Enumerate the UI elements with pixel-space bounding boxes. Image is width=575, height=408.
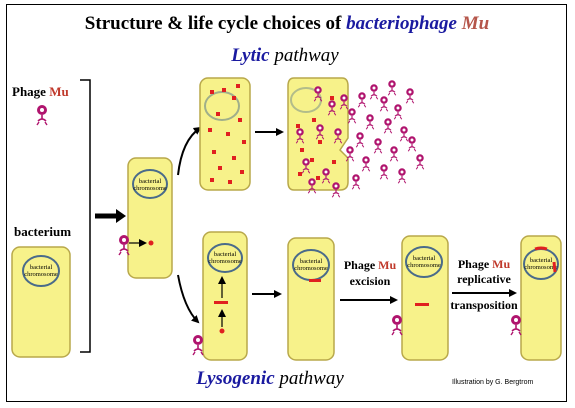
progeny-phage-icon	[407, 135, 417, 152]
svg-text:bacterial: bacterial	[139, 178, 162, 185]
progeny-phage-icon	[393, 103, 403, 120]
progeny-phage-icon	[357, 91, 367, 108]
svg-text:chromosome: chromosome	[407, 262, 441, 269]
svg-text:chromosome: chromosome	[294, 265, 328, 272]
progeny-phage-icon	[397, 167, 407, 184]
progeny-phage-icon	[379, 163, 389, 180]
svg-text:chromosome: chromosome	[133, 185, 167, 192]
progeny-phage-icon	[399, 125, 409, 142]
progeny-phage-icon	[365, 113, 375, 130]
phage-dna-copy	[208, 128, 212, 132]
svg-text:transposition: transposition	[450, 298, 518, 312]
integrated-prophage	[309, 279, 321, 282]
svg-text:bacterial: bacterial	[300, 258, 323, 265]
svg-text:bacterial: bacterial	[413, 255, 436, 262]
progeny-phage-icon	[355, 131, 365, 148]
lysogenic-cell-integration	[202, 231, 248, 361]
progeny-phage-icon	[379, 95, 389, 112]
progeny-phage-icon	[347, 107, 357, 124]
progeny-phage-icon	[351, 173, 361, 190]
replicated-phage-dna	[208, 84, 246, 184]
transposed-prophage-2	[552, 261, 557, 273]
chromosome-label: bacterial	[30, 264, 53, 271]
phage-dna-copy	[210, 90, 214, 94]
phage-dna-copy	[226, 132, 230, 136]
replicative-transposition-label: Phage Mu	[458, 257, 511, 271]
progeny-phage-icon	[389, 145, 399, 162]
phage-dna-copy	[298, 172, 302, 176]
phage-dna-copy	[216, 112, 220, 116]
svg-text:chromosome: chromosome	[208, 258, 242, 265]
svg-text:chromosome: chromosome	[524, 264, 558, 271]
phage-dna-copy	[218, 166, 222, 170]
phage-dna-copy	[232, 156, 236, 160]
excised-prophage	[415, 303, 429, 306]
lysogenic-cell-integrated	[287, 237, 335, 361]
progeny-phage-icon	[361, 155, 371, 172]
phage-dna-copy	[210, 178, 214, 182]
title: Structure & life cycle choices of bacter…	[85, 13, 489, 34]
credit: Illustration by G. Bergtrom	[452, 379, 533, 386]
lysogenic-cell-excised	[401, 235, 449, 361]
figure-frame	[6, 4, 567, 402]
svg-text:bacterial: bacterial	[214, 251, 237, 258]
phage-dna-copy	[316, 176, 320, 180]
progeny-phage-icon	[405, 87, 415, 104]
phage-icon-3	[510, 314, 522, 336]
phage-icon-2	[391, 314, 403, 336]
svg-text:excision: excision	[350, 274, 391, 288]
phage-dna-copy	[242, 140, 246, 144]
excision-label: Phage Mu	[344, 258, 397, 272]
svg-text:chromosome: chromosome	[24, 271, 58, 278]
phage-mu-label: Phage Mu	[12, 84, 69, 99]
bacterium-chromosome	[22, 255, 60, 287]
phage-dna-copy	[300, 148, 304, 152]
progeny-phage-icon	[369, 83, 379, 100]
phage-dna-copy	[312, 118, 316, 122]
infected-cell	[127, 157, 173, 279]
phage-dna-copy	[332, 160, 336, 164]
svg-text:bacterial: bacterial	[530, 257, 553, 264]
progeny-phage-icon	[387, 79, 397, 96]
phage-dna-copy	[318, 140, 322, 144]
phage-dna-copy	[212, 150, 216, 154]
phage-mu-icon	[36, 104, 48, 126]
lytic-cell-replication	[199, 77, 251, 191]
phage-dna-copy	[296, 124, 300, 128]
bacterium-cell	[11, 246, 71, 358]
progeny-phage-icon	[373, 137, 383, 154]
infected-chromosome	[132, 169, 168, 199]
phage-dna-segment	[214, 301, 228, 304]
lysogenic-branch-arrow	[177, 274, 200, 324]
lysogenic-pathway-label: Lysogenic pathway	[195, 368, 344, 389]
phage-dna-copy	[228, 180, 232, 184]
phage-dna-copy	[238, 118, 242, 122]
progeny-phage-icon	[345, 145, 355, 162]
phage-dna-copy	[240, 170, 244, 174]
lytic-pathway-label: Lytic pathway	[230, 45, 339, 66]
phage-dna-copy	[232, 96, 236, 100]
bacterium-label: bacterium	[14, 224, 71, 239]
phage-icon	[192, 334, 204, 356]
progeny-phage-icon	[383, 117, 393, 134]
injected-dna	[148, 240, 154, 246]
svg-text:replicative: replicative	[457, 272, 511, 286]
lysogenic-cell-transposed	[520, 235, 562, 361]
phage-dna-copy	[236, 84, 240, 88]
lytic-branch-arrow	[177, 126, 202, 176]
phage-dna-copy	[310, 158, 314, 162]
bracket	[80, 79, 91, 353]
phage-dna-copy	[222, 88, 226, 92]
phage-dna-copy	[330, 96, 334, 100]
progeny-phage-icon	[415, 153, 425, 170]
transposed-prophage-1	[534, 246, 548, 251]
